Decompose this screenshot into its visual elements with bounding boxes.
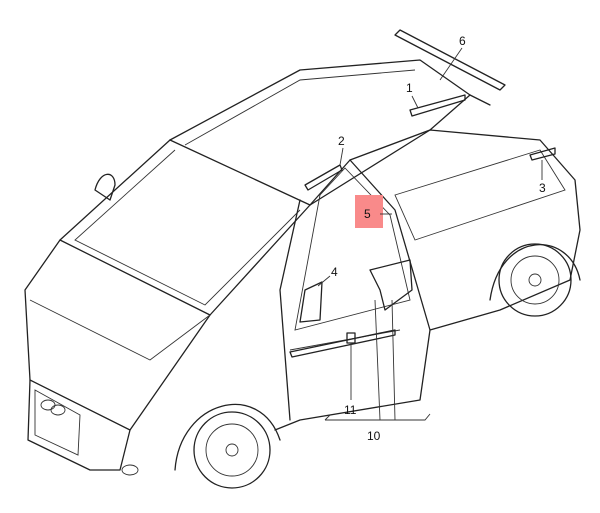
- callout-3[interactable]: 3: [539, 181, 546, 195]
- callout-5[interactable]: 5: [364, 207, 371, 221]
- callout-1[interactable]: 1: [406, 81, 413, 95]
- callout-6[interactable]: 6: [459, 34, 466, 48]
- highlight-box: [355, 195, 383, 228]
- callout-4[interactable]: 4: [331, 265, 338, 279]
- parts: [289, 29, 556, 358]
- callouts: 5 6 1 2 3 4 11 10: [317, 34, 546, 443]
- car-body-outline: [24, 59, 581, 489]
- callout-11[interactable]: 11: [344, 403, 357, 417]
- callout-10[interactable]: 10: [367, 429, 381, 443]
- callout-2[interactable]: 2: [338, 134, 345, 148]
